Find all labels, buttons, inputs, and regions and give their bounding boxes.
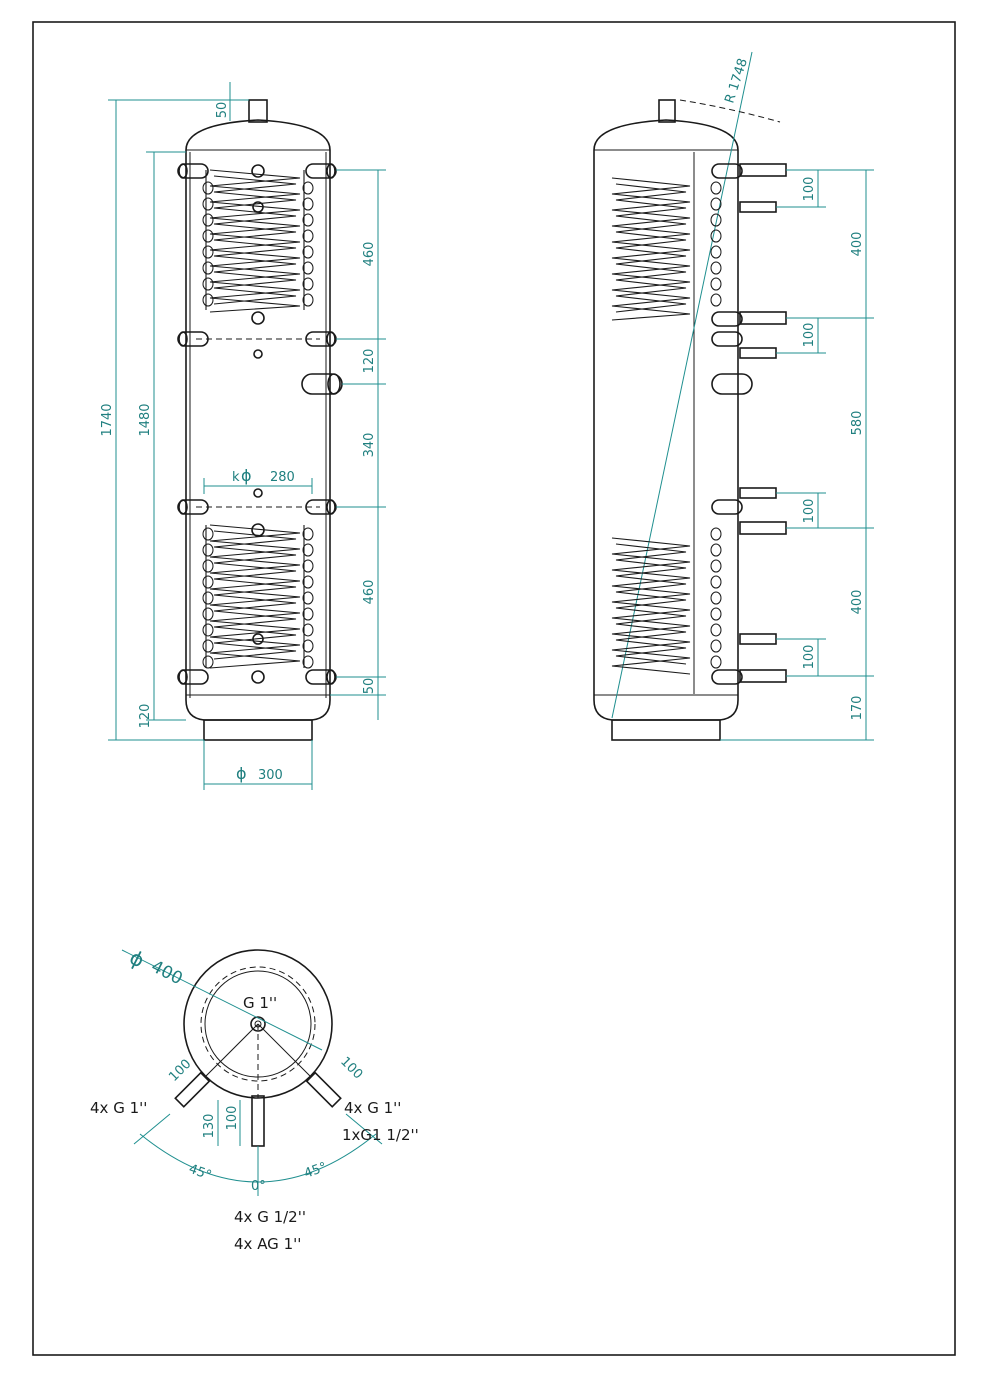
top-right-connection-1: 4x G 1'' [344,1099,401,1117]
top-stub-left [174,1071,211,1108]
drawing-frame [32,21,956,1356]
top-dim-right: 100 [337,1054,365,1082]
pipe-stubs-side [711,163,787,685]
dim-340: 340 [362,433,377,458]
dim-top-nozzle: 50 [215,102,230,119]
top-bottom-connection-1: 4x G 1/2'' [234,1208,306,1226]
dim-lower-coil: 460 [362,580,377,605]
dim-side-100a: 100 [802,177,817,202]
side-top-nozzle [658,99,676,123]
top-left-connection: 4x G 1'' [90,1099,147,1117]
coil-loops-left-upper [202,181,314,307]
top-center-socket [250,1016,266,1032]
front-view: 1740 1480 50 120 460 120 340 460 50 k ϕ … [100,82,386,790]
top-dim-diameter: 400 [148,957,186,990]
upper-coil-front [205,169,305,313]
dim-radius: R 1748 [722,57,751,106]
top-dim-bottom: 100 [225,1106,240,1131]
dim-upper-coil: 460 [362,242,377,267]
front-dimensions [108,99,386,790]
top-inner-circle [200,966,316,1082]
sensor-sockets-front [251,164,265,684]
dim-side-100d: 100 [802,645,817,670]
top-dim-130: 130 [202,1114,217,1139]
side-view: R 1748 [593,51,874,741]
dim-coil-height: 1480 [138,403,153,436]
top-angle-zero: 0° [251,1179,266,1194]
dim-inner-prefix: k [232,470,240,485]
dim-side-580: 580 [850,411,865,436]
top-center-connection: G 1'' [243,994,277,1012]
side-dimensions [720,169,874,741]
dim-inner-phi: ϕ [241,466,252,485]
dim-bottom-offset: 120 [138,704,153,729]
dim-side-170: 170 [850,696,865,721]
dim-side-100c: 100 [802,499,817,524]
dim-total-height: 1740 [100,403,115,436]
top-dim-phi: ϕ [126,945,149,972]
top-bottom-connection-2: 4x AG 1'' [234,1235,301,1253]
top-nozzle [248,99,268,123]
tank-foot-side [611,719,721,741]
top-stub-right [305,1071,342,1108]
dim-bottom-50: 50 [362,678,377,695]
tank-foot-front [203,719,313,741]
lower-coil-side [611,537,691,675]
dim-foot-phi: ϕ [236,764,247,783]
lower-coil-front [205,524,305,669]
top-angle-right: 45° [302,1160,329,1182]
dim-side-100b: 100 [802,323,817,348]
dim-side-400a: 400 [850,232,865,257]
top-view: ϕ 400 G 1'' 4x G 1'' 4x G 1'' 1xG1 1/2''… [90,945,419,1253]
upper-coil-side [611,177,691,321]
coil-loops-left-lower [202,527,314,669]
top-right-connection-2: 1xG1 1/2'' [342,1126,419,1144]
dim-side-400b: 400 [850,590,865,615]
top-stub-bottom [251,1095,265,1147]
top-dim-left: 100 [166,1057,194,1085]
coil-loops-side [710,181,722,669]
dim-inner-diameter: 280 [270,470,295,485]
dim-foot-diameter: 300 [258,768,283,783]
top-angle-left: 45° [187,1162,214,1184]
dim-120: 120 [362,349,377,374]
